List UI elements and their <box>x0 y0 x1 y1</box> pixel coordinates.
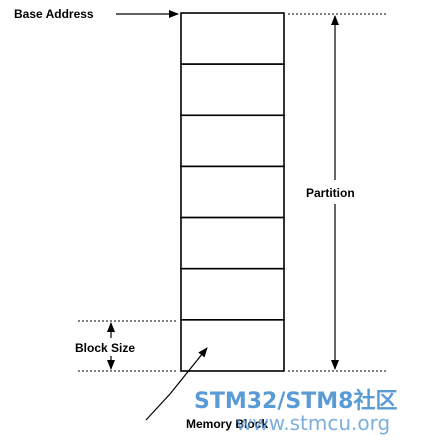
memory-block <box>180 114 285 168</box>
memory-block-label: Memory Block <box>186 417 268 431</box>
base-address-label: Base Address <box>14 7 94 21</box>
memory-block <box>180 216 285 270</box>
memory-block-stack <box>180 12 285 372</box>
memory-block <box>180 267 285 321</box>
partition-label: Partition <box>306 186 355 200</box>
memory-block <box>180 12 285 65</box>
memory-block <box>180 165 285 219</box>
memory-block <box>180 319 285 372</box>
memory-block <box>180 63 285 117</box>
watermark-url: www.stmcu.org <box>236 411 390 435</box>
memory-block-pointer <box>145 347 208 421</box>
block-size-label: Block Size <box>75 341 135 355</box>
watermark-title: STM32/STM8社区 <box>194 388 397 414</box>
